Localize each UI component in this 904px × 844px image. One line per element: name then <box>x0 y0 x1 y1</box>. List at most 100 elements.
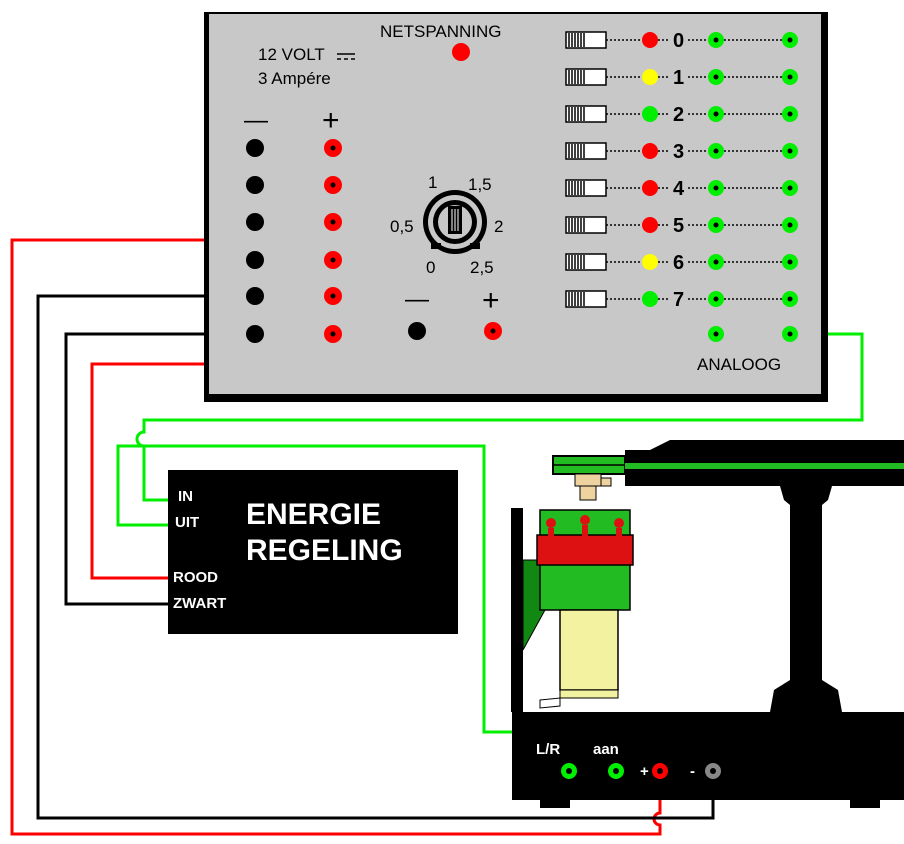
minus-socket[interactable] <box>246 287 264 305</box>
channel-number: 1 <box>673 67 684 89</box>
knob-scale-2-5: 2,5 <box>470 258 494 277</box>
channel-row: 5 <box>565 215 798 237</box>
knob-minus-socket[interactable] <box>408 322 426 340</box>
pulley <box>552 455 904 501</box>
channel-socket[interactable] <box>708 32 724 48</box>
power-panel: NETSPANNING 12 VOLT 3 Ampére — + <box>204 12 828 402</box>
channel-row: 0 <box>565 30 798 52</box>
lr-terminal[interactable] <box>561 763 577 779</box>
channel-socket[interactable] <box>782 180 798 196</box>
analog-socket[interactable] <box>708 326 724 342</box>
rating-voltage: 12 VOLT <box>258 45 325 64</box>
channel-socket[interactable] <box>708 291 724 307</box>
channel-switch[interactable] <box>565 142 607 160</box>
dc-symbol-icon <box>337 53 355 60</box>
wires <box>10 238 864 836</box>
channel-switch[interactable] <box>565 253 607 271</box>
machine-base <box>512 712 904 800</box>
left-upright <box>511 508 523 712</box>
channel-switch[interactable] <box>565 105 607 123</box>
analog-socket[interactable] <box>782 326 798 342</box>
channel-socket[interactable] <box>782 254 798 270</box>
plus-socket[interactable] <box>324 139 342 157</box>
energy-title-line1: ENERGIE <box>246 498 381 531</box>
black-wire-outer <box>36 294 715 820</box>
channel-switch[interactable] <box>565 179 607 197</box>
port-black-label: ZWART <box>173 595 226 612</box>
rating-current: 3 Ampére <box>258 69 331 88</box>
minus-sockets <box>246 139 264 343</box>
minus-label: — <box>244 107 268 134</box>
channel-switch[interactable] <box>565 31 607 49</box>
channel-socket[interactable] <box>708 69 724 85</box>
base-foot-right <box>850 800 880 808</box>
energy-title-line2: REGELING <box>246 534 403 567</box>
minus-socket[interactable] <box>246 251 264 269</box>
plus-socket[interactable] <box>324 176 342 194</box>
plus-terminal[interactable] <box>652 763 668 779</box>
plus-label: + <box>322 104 340 137</box>
knob-scale-0: 0 <box>426 258 435 277</box>
minus-socket[interactable] <box>246 139 264 157</box>
on-terminal[interactable] <box>608 763 624 779</box>
minus-socket[interactable] <box>246 325 264 343</box>
channel-number: 4 <box>673 178 685 200</box>
channel-led <box>642 106 658 122</box>
channel-socket[interactable] <box>708 180 724 196</box>
channel-led <box>642 291 658 307</box>
channel-row: 1 <box>565 67 798 89</box>
channel-socket[interactable] <box>782 32 798 48</box>
channel-row: 2 <box>565 104 798 126</box>
knob-scale-1-5: 1,5 <box>468 175 492 194</box>
channel-socket[interactable] <box>782 106 798 122</box>
channel-socket[interactable] <box>708 143 724 159</box>
channel-socket[interactable] <box>708 106 724 122</box>
support-column <box>770 486 842 712</box>
channel-switch[interactable] <box>565 216 607 234</box>
channel-led <box>642 254 658 270</box>
plus-socket[interactable] <box>324 213 342 231</box>
channel-led <box>642 180 658 196</box>
current-knob[interactable] <box>423 190 487 254</box>
channel-led <box>642 143 658 159</box>
channel-socket[interactable] <box>782 143 798 159</box>
channel-switch[interactable] <box>565 290 607 308</box>
channel-row: 7 <box>565 289 798 311</box>
channel-number: 7 <box>673 289 684 311</box>
plus-socket[interactable] <box>324 287 342 305</box>
port-red-label: ROOD <box>173 569 218 586</box>
energy-box-body <box>168 470 458 634</box>
knob-scale-1: 1 <box>428 173 437 192</box>
on-label: aan <box>593 741 619 758</box>
port-in-label: IN <box>178 488 193 505</box>
analog-label: ANALOOG <box>697 355 781 374</box>
plus-socket[interactable] <box>324 325 342 343</box>
knob-plus-socket[interactable] <box>484 322 502 340</box>
plus-terminal-label: + <box>640 763 649 780</box>
minus-socket[interactable] <box>246 176 264 194</box>
minus-socket[interactable] <box>246 213 264 231</box>
knob-scale-0-5: 0,5 <box>390 217 414 236</box>
minus-terminal[interactable] <box>705 763 721 779</box>
channel-number: 5 <box>673 215 684 237</box>
channel-socket[interactable] <box>782 217 798 233</box>
motor-machine: L/R aan + - <box>511 440 904 808</box>
plus-socket[interactable] <box>324 251 342 269</box>
supply-label: NETSPANNING <box>380 22 502 41</box>
plus-sockets <box>324 139 342 343</box>
supply-indicator-led <box>452 43 470 61</box>
channel-socket[interactable] <box>708 217 724 233</box>
channel-socket[interactable] <box>782 291 798 307</box>
energy-box: IN UIT ROOD ZWART ENERGIE REGELING <box>168 470 458 634</box>
knob-minus-label: — <box>405 286 429 313</box>
channel-socket[interactable] <box>782 69 798 85</box>
drive-plate-edge <box>650 440 904 450</box>
knob-scale-2: 2 <box>494 217 503 236</box>
channel-socket[interactable] <box>708 254 724 270</box>
channel-number: 6 <box>673 252 684 274</box>
channel-row: 4 <box>565 178 798 200</box>
channel-switch[interactable] <box>565 68 607 86</box>
channel-led <box>642 32 658 48</box>
lr-label: L/R <box>536 741 560 758</box>
